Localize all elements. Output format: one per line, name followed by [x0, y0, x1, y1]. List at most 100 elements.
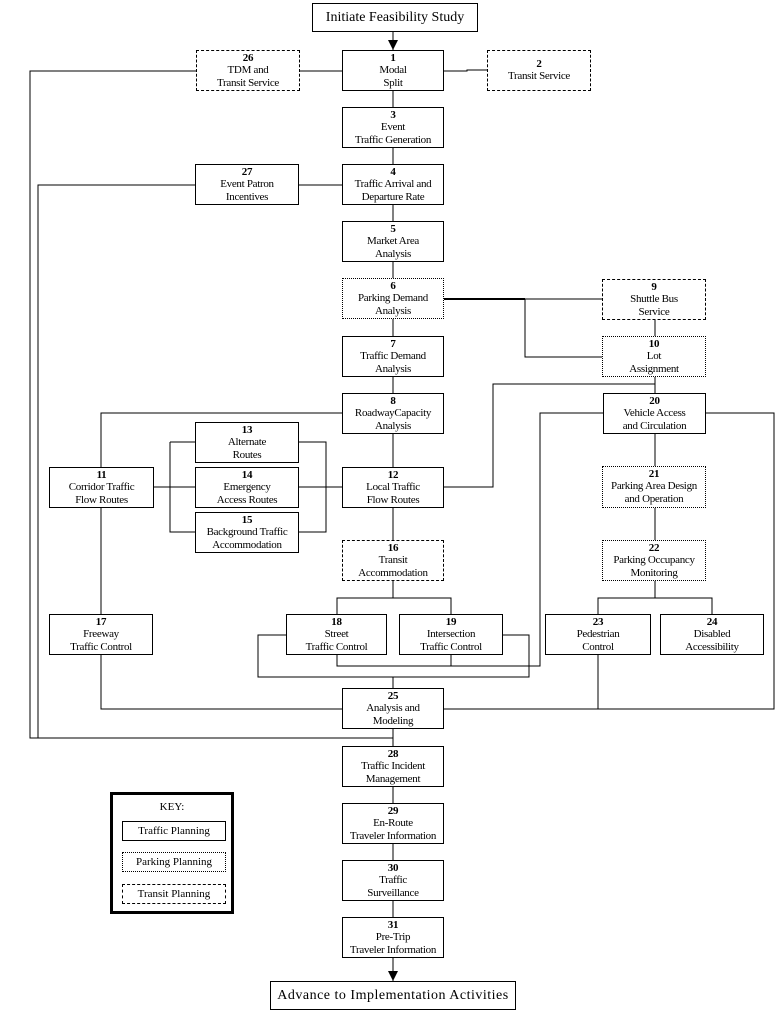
- step-label: Corridor Traffic: [68, 480, 135, 493]
- step-label: Traffic Control: [420, 640, 482, 653]
- connector: [336, 597, 452, 614]
- step-label: Pre-Trip: [375, 930, 411, 943]
- step-label: Disabled: [693, 627, 731, 640]
- arrow-head-icon: [388, 971, 398, 981]
- step-number: 1: [390, 51, 396, 64]
- step-label: Event Patron: [220, 177, 274, 190]
- step-label: Transit Service: [507, 70, 570, 82]
- step-number: 28: [387, 747, 399, 760]
- loop-27: [37, 184, 195, 738]
- step-label: Surveillance: [367, 886, 419, 899]
- start-node: Initiate Feasibility Study: [312, 3, 478, 32]
- step-label: RoadwayCapacity: [354, 406, 432, 419]
- step-label: and Operation: [624, 493, 684, 505]
- step-number: 16: [387, 541, 399, 554]
- step-label: Street: [324, 627, 349, 640]
- connector: [444, 383, 655, 488]
- step-label: Lot: [646, 349, 662, 362]
- step-label: Monitoring: [630, 566, 678, 579]
- step-label: and Circulation: [622, 419, 687, 432]
- step-number: 3: [390, 108, 396, 121]
- step-number: 31: [387, 918, 399, 931]
- step-label: Management: [365, 772, 421, 785]
- step-label: Analysis: [374, 362, 412, 375]
- step-label: Background Traffic: [206, 525, 288, 538]
- step-number: 29: [387, 804, 399, 817]
- step-label: Freeway: [83, 627, 119, 640]
- end-node-label: Advance to Implementation Activities: [277, 988, 509, 1003]
- step-number: 20: [649, 394, 660, 407]
- legend-label: Parking Planning: [135, 856, 213, 868]
- step-label: Intersection: [426, 627, 476, 640]
- step-label: Alternate: [227, 435, 267, 448]
- step-label: Flow Routes: [366, 493, 420, 506]
- step-number: 23: [592, 615, 604, 628]
- step-number: 14: [241, 468, 253, 481]
- step-number: 19: [445, 615, 457, 628]
- step-number: 13: [241, 423, 253, 436]
- step-label: Traffic: [379, 873, 407, 886]
- step-label: Traffic Incident: [361, 759, 425, 772]
- step-label: TDM and: [227, 63, 269, 76]
- step-number: 6: [390, 279, 396, 292]
- step-label: Routes: [232, 448, 262, 461]
- step-number: 18: [331, 615, 342, 628]
- legend-title: KEY:: [159, 801, 185, 813]
- legend-parking-planning: Parking Planning: [122, 852, 226, 872]
- legend-transit-planning: Transit Planning: [122, 884, 226, 904]
- step-number: 30: [387, 861, 399, 874]
- step-label: Incentives: [225, 190, 269, 203]
- step-label: Split: [383, 76, 403, 89]
- step-label: Modal: [379, 63, 407, 76]
- loop-26: [29, 70, 393, 739]
- step-label: Modeling: [372, 714, 414, 727]
- step-number: 10: [648, 337, 660, 350]
- end-node: Advance to Implementation Activities: [270, 981, 516, 1010]
- legend-key: KEY: Traffic Planning Parking Planning T…: [110, 792, 234, 914]
- step-number: 12: [387, 468, 399, 481]
- step-label: Parking Occupancy: [613, 553, 695, 566]
- step-label: Parking Demand: [357, 291, 429, 304]
- step-number: 4: [390, 165, 396, 178]
- step-label: Service: [638, 305, 670, 318]
- step-label: Traffic Control: [70, 640, 132, 653]
- step-label: Analysis and: [366, 701, 420, 714]
- step-label: En-Route: [373, 816, 413, 829]
- step-label: Event: [380, 120, 406, 133]
- step-label: Analysis: [374, 247, 412, 260]
- step-label: Shuttle Bus: [630, 292, 678, 305]
- step-number: 8: [390, 394, 396, 407]
- step-label: Transit: [378, 553, 408, 566]
- step-label: Analysis: [374, 419, 412, 432]
- step-number: 25: [387, 689, 399, 702]
- start-node-label: Initiate Feasibility Study: [325, 10, 465, 25]
- connector: [524, 299, 602, 358]
- step-label: Traffic Demand: [360, 349, 426, 362]
- step-label: Accommodation: [358, 566, 428, 579]
- step-label: Local Traffic: [366, 480, 420, 493]
